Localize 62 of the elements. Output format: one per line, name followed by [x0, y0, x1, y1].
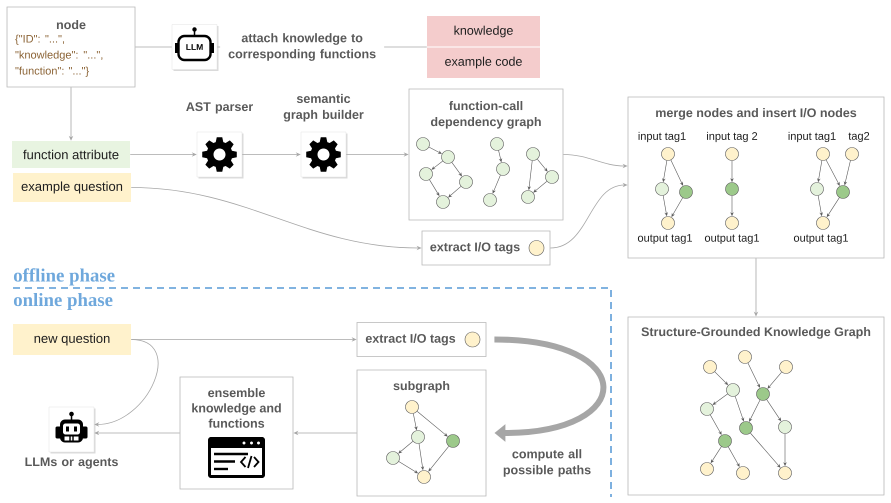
curved-arrow: [494, 336, 606, 442]
arrow: [428, 146, 442, 154]
graph-node: [417, 470, 431, 484]
graph-node: [778, 466, 792, 480]
graph-node: [778, 420, 792, 434]
graph-node: [386, 451, 400, 465]
graph-node: [441, 150, 455, 164]
graph-node: [416, 137, 430, 151]
graph-box: Structure-Grounded Knowledge Graph: [628, 316, 884, 496]
process-box: extract I/O tags: [356, 322, 486, 357]
graph-node: [679, 185, 693, 199]
graph-node: [726, 383, 740, 397]
graph-node: [736, 466, 750, 480]
text-band: new question: [13, 324, 131, 355]
graph-node: [655, 182, 669, 196]
process-box: extract I/O tags: [422, 230, 550, 266]
note-box: knowledge example code: [426, 16, 540, 78]
graph-node: [810, 182, 824, 196]
connector-line: [135, 46, 172, 48]
edge-label: compute all possible paths: [495, 447, 599, 479]
arrow: [712, 394, 728, 405]
graph-node: [756, 387, 770, 401]
tag-label: input tag1: [638, 132, 686, 142]
graph-node: [700, 462, 714, 476]
arrow: [826, 160, 840, 186]
tag-label: input tag1: [788, 132, 836, 142]
graph-node: [446, 434, 460, 448]
graph-node: [411, 430, 425, 444]
graph-node: [700, 402, 714, 416]
graph-node: [436, 195, 450, 209]
graph-node: [739, 421, 753, 435]
graph-node: [836, 185, 850, 199]
graph-node: [526, 147, 540, 161]
tag-label: tag2: [848, 132, 870, 142]
tile-caption: semantic graph builder: [284, 94, 364, 122]
tile-caption: AST parser: [186, 102, 253, 114]
graph-node: [738, 350, 752, 364]
text-band: example question: [13, 173, 131, 202]
graph-box: function-call dependency graph: [408, 88, 564, 220]
graph-node: [496, 162, 510, 176]
graph-node: [703, 360, 717, 374]
tag-label: output tag1: [794, 234, 848, 244]
graph-node: [725, 182, 739, 196]
graph-node: [718, 434, 732, 448]
tag-label: output tag1: [704, 234, 759, 244]
graph-node: [490, 137, 504, 151]
graph-node: [405, 400, 419, 414]
graph-node: [419, 167, 433, 181]
edge-label: attach knowledge to corresponding functions: [220, 31, 384, 63]
tag-label: input tag 2: [707, 132, 758, 142]
phase-label: offline phase: [14, 268, 115, 286]
text-band: function attribute: [12, 141, 130, 168]
tile-caption: LLMs or agents: [25, 457, 118, 469]
record-box: node {"ID": "...", "knowledge": "...", "function": "..."}: [6, 6, 136, 88]
graph-node: [521, 190, 535, 204]
graph-node: [779, 360, 793, 374]
tag-label: output tag1: [638, 234, 692, 244]
graph-node: [483, 193, 497, 207]
graph-box: subgraph: [356, 370, 486, 496]
arrow: [749, 400, 760, 422]
graph-node: [545, 170, 559, 184]
graph-node: [459, 175, 473, 189]
